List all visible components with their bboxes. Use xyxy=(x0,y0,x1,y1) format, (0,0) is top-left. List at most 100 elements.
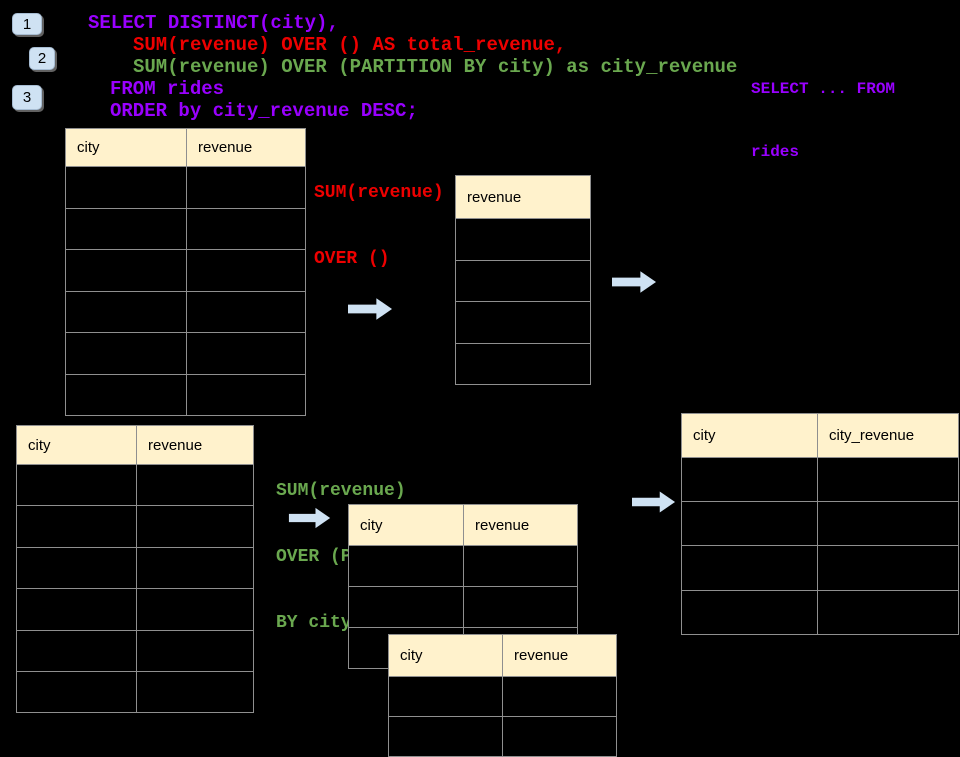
sql-line-city-revenue: SUM(revenue) OVER (PARTITION BY city) as… xyxy=(133,56,738,78)
annotation-total-revenue: SUM(revenue) OVER () xyxy=(314,138,444,292)
annotation-partition-line-1: SUM(revenue) xyxy=(276,481,406,501)
column-header: city xyxy=(17,426,137,465)
table-cell xyxy=(137,465,254,507)
table-cell xyxy=(66,167,187,209)
table-cell xyxy=(66,291,187,333)
side-code-snippet: SELECT ... FROM rides xyxy=(751,37,895,184)
side-code-line-1: SELECT ... FROM xyxy=(751,80,896,98)
table-cell xyxy=(464,587,578,628)
table-cell xyxy=(137,671,254,714)
table-row xyxy=(456,260,591,302)
table-cell xyxy=(66,374,187,416)
table-row xyxy=(17,506,254,548)
arrow-right-icon xyxy=(348,297,393,321)
table-row xyxy=(682,590,959,635)
table-cell xyxy=(349,587,464,628)
arrow-right-icon xyxy=(287,507,333,529)
table-cell xyxy=(17,506,137,548)
table-cell xyxy=(818,502,959,547)
table-cell xyxy=(682,590,818,635)
table-row xyxy=(66,374,306,416)
table-total-revenue-result: revenue xyxy=(455,175,591,385)
table-cell xyxy=(66,333,187,375)
table-row xyxy=(17,465,254,507)
step-badge-2: 2 xyxy=(29,47,55,70)
table-cell xyxy=(682,458,818,503)
table-row xyxy=(66,333,306,375)
table-header-row: revenue xyxy=(456,176,591,219)
table-row xyxy=(682,458,959,503)
column-header: city xyxy=(66,129,187,167)
table-cell xyxy=(464,546,578,587)
table-row xyxy=(682,546,959,591)
table-cell xyxy=(17,547,137,590)
side-code-line-2: rides xyxy=(751,143,800,161)
table-cell xyxy=(456,302,591,344)
table-row xyxy=(66,250,306,292)
step-badge-3: 3 xyxy=(12,85,42,110)
column-header: city_revenue xyxy=(818,414,959,458)
table-cell xyxy=(187,291,306,333)
table-row xyxy=(349,587,578,628)
table-row xyxy=(456,302,591,344)
table-cell xyxy=(137,589,254,631)
sql-line-from: FROM rides xyxy=(110,78,225,100)
column-header: city xyxy=(389,635,503,677)
sql-line-select: SELECT DISTINCT(city), xyxy=(88,12,339,34)
table-row xyxy=(349,546,578,587)
table-cell xyxy=(682,502,818,547)
table-row xyxy=(17,589,254,631)
table-cell xyxy=(137,547,254,590)
table-cell xyxy=(456,219,591,261)
column-header: city xyxy=(349,505,464,546)
table-row xyxy=(66,291,306,333)
table-cell xyxy=(456,260,591,302)
table-row xyxy=(17,547,254,590)
table-cell xyxy=(17,671,137,714)
sql-line-total-revenue: SUM(revenue) OVER () AS total_revenue, xyxy=(133,34,567,56)
table-cell xyxy=(187,208,306,250)
table-cell xyxy=(17,465,137,507)
table-row xyxy=(456,343,591,385)
table-cell xyxy=(818,458,959,503)
column-header: revenue xyxy=(137,426,254,465)
table-cell xyxy=(66,250,187,292)
table-cell xyxy=(17,630,137,672)
annotation-total-line-1: SUM(revenue) xyxy=(314,183,444,203)
arrow-right-icon xyxy=(632,490,676,514)
table-cell xyxy=(137,506,254,548)
table-cell xyxy=(66,208,187,250)
table-row xyxy=(389,717,617,757)
table-row xyxy=(682,502,959,547)
sql-line-order-by: ORDER by city_revenue DESC; xyxy=(110,100,418,122)
column-header: city xyxy=(682,414,818,458)
column-header: revenue xyxy=(503,635,617,677)
table-cell xyxy=(17,589,137,631)
annotation-total-line-2: OVER () xyxy=(314,249,390,269)
table-cell xyxy=(389,717,503,757)
table-row xyxy=(17,671,254,714)
table-cell xyxy=(503,717,617,757)
step-badge-1: 1 xyxy=(12,13,42,35)
table-cell xyxy=(137,630,254,672)
table-row xyxy=(66,167,306,209)
table-cell xyxy=(187,333,306,375)
table-cell xyxy=(818,546,959,591)
table-cell xyxy=(682,546,818,591)
table-cell xyxy=(818,590,959,635)
column-header: revenue xyxy=(187,129,306,167)
table-cell xyxy=(187,374,306,416)
table-row xyxy=(66,208,306,250)
arrow-right-icon xyxy=(612,270,657,294)
column-header: revenue xyxy=(456,176,591,219)
table-cell xyxy=(187,250,306,292)
